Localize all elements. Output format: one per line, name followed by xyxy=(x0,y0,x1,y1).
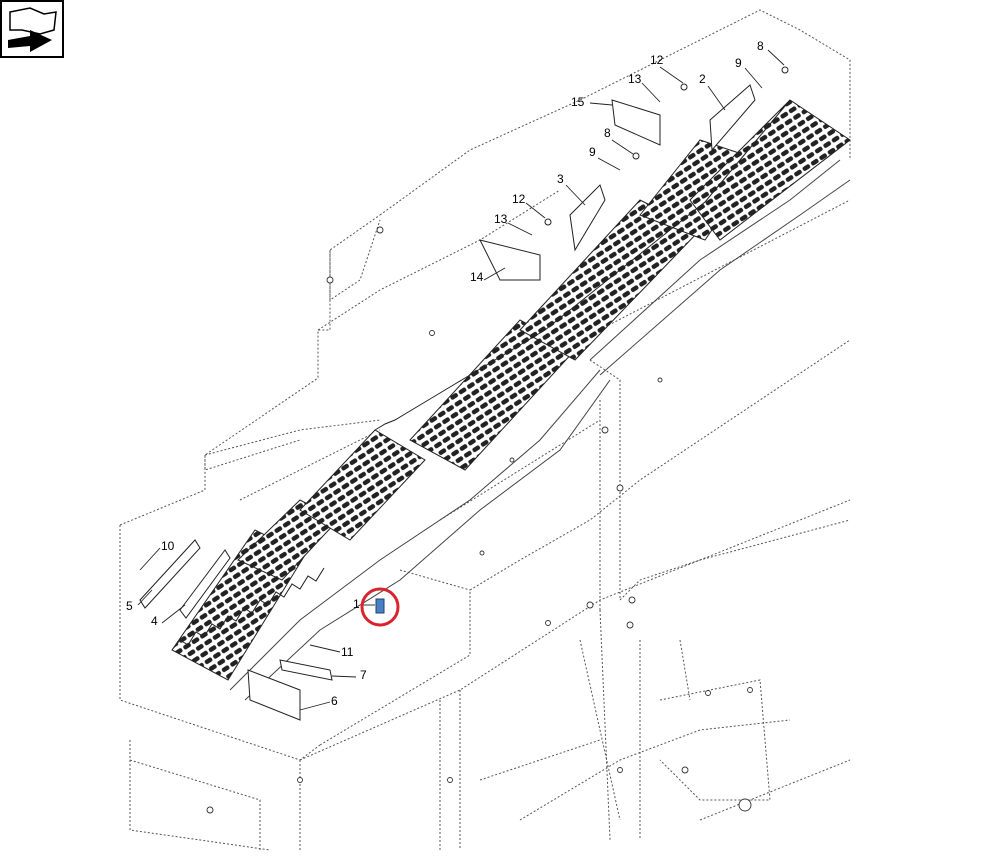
callout-8-top: 8 xyxy=(757,39,764,53)
frame-bolts xyxy=(206,226,753,814)
callout-1: 1 xyxy=(353,597,360,611)
callout-4: 4 xyxy=(151,614,158,628)
highlight-circle xyxy=(360,587,400,627)
part-3-bracket xyxy=(569,184,606,252)
callout-11: 11 xyxy=(341,645,354,659)
callout-8-mid: 8 xyxy=(604,126,611,140)
part-15-plate xyxy=(611,99,661,146)
callout-12-top: 12 xyxy=(650,53,664,67)
callout-7: 7 xyxy=(360,668,367,682)
loose-parts xyxy=(139,66,789,721)
callout-15: 15 xyxy=(571,95,585,109)
part-7-bracket xyxy=(279,659,333,681)
callout-5: 5 xyxy=(126,599,133,613)
callout-2: 2 xyxy=(699,72,706,86)
part-5-bracket xyxy=(139,539,201,609)
part-4-bracket xyxy=(179,549,231,619)
part-2-bracket xyxy=(709,84,756,152)
chute-walls xyxy=(229,159,851,701)
view-direction-icon[interactable] xyxy=(0,0,64,58)
machine-body xyxy=(119,9,851,851)
part-14-plate xyxy=(479,239,541,281)
callout-13-top: 13 xyxy=(628,72,642,86)
callout-3: 3 xyxy=(557,172,564,186)
part-6-plate xyxy=(247,669,301,721)
stair-grating xyxy=(171,99,851,681)
part-8-bolt-a xyxy=(781,66,789,74)
leader-lines xyxy=(137,49,785,711)
callout-6: 6 xyxy=(331,694,338,708)
callout-9-top: 9 xyxy=(735,56,742,70)
stair-stringers xyxy=(171,99,791,651)
callout-13-mid: 13 xyxy=(494,212,508,226)
part-12-bolt-a xyxy=(680,83,688,91)
callout-10: 10 xyxy=(161,539,175,553)
part-8-bolt-b xyxy=(632,152,640,160)
part-12-bolt-b xyxy=(544,218,552,226)
item-1-marker xyxy=(375,598,385,614)
callout-14: 14 xyxy=(470,270,484,284)
callout-12-mid: 12 xyxy=(512,192,526,206)
callout-9-mid: 9 xyxy=(589,145,596,159)
